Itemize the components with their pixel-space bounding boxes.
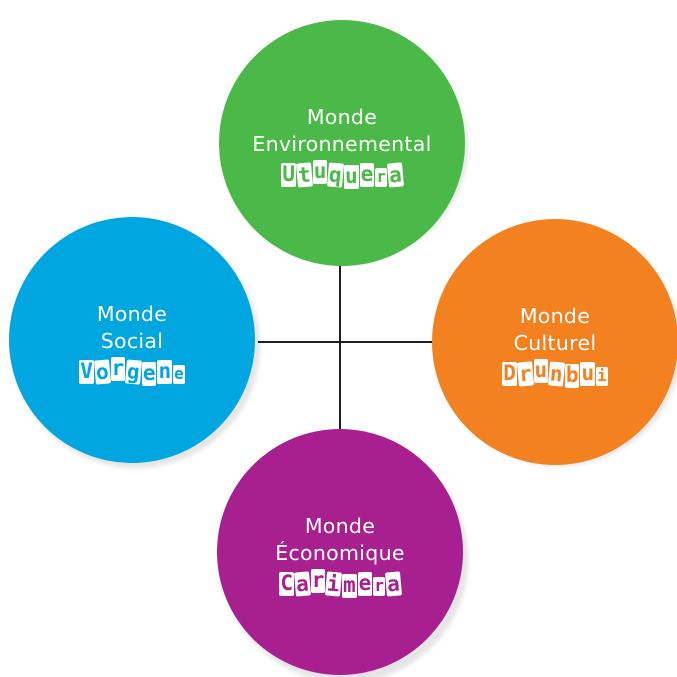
stamp-letter: U [281,162,297,187]
stamp-letter: u [533,358,549,383]
horizontal-connector [258,341,438,343]
economic-title-line2: Économique [275,540,405,565]
stamp-letter: r [375,167,387,187]
stamp-letter: r [110,356,126,381]
stamp-letter: m [342,573,357,598]
stamp-letter: V [79,359,94,384]
stamp-letter: r [516,360,534,387]
environmental-title-line1: Monde [306,104,378,129]
stamp-letter: e [173,364,185,384]
stamp-letter: o [93,358,111,385]
environmental-title-line2: Environnemental [252,131,432,156]
stamp-letter: a [384,570,402,597]
cultural-title-line1: Monde [519,303,591,328]
stamp-letter: e [359,162,375,187]
stamp-letter: e [357,571,373,596]
stamp-letter: q [327,161,345,188]
stamp-letter: t [296,161,313,188]
stamp-letter: u [580,361,596,386]
vertical-connector [339,258,341,458]
stamp-letter: b [564,363,580,388]
stamp-letter: r [310,568,326,593]
stamp-letter: r [373,576,385,596]
stamp-letter: a [294,570,311,597]
stamp-letter: D [502,361,517,386]
stamp-letter: u [312,159,328,184]
stamp-letter: u [344,164,359,189]
stamp-letter: g [125,358,142,385]
stamp-letter: n [157,359,173,384]
stamp-letter: a [386,161,404,188]
social-title-line2: Social [100,328,164,353]
economic-title-line1: Monde [304,513,376,538]
stamp-letter: n [548,360,565,387]
social-title-line1: Monde [96,301,168,326]
stamp-letter: i [596,366,608,386]
cultural-title-line2: Culturel [513,330,597,355]
stamp-letter: e [141,361,157,386]
stamp-letter: C [279,571,295,596]
stamp-letter: i [325,570,343,597]
